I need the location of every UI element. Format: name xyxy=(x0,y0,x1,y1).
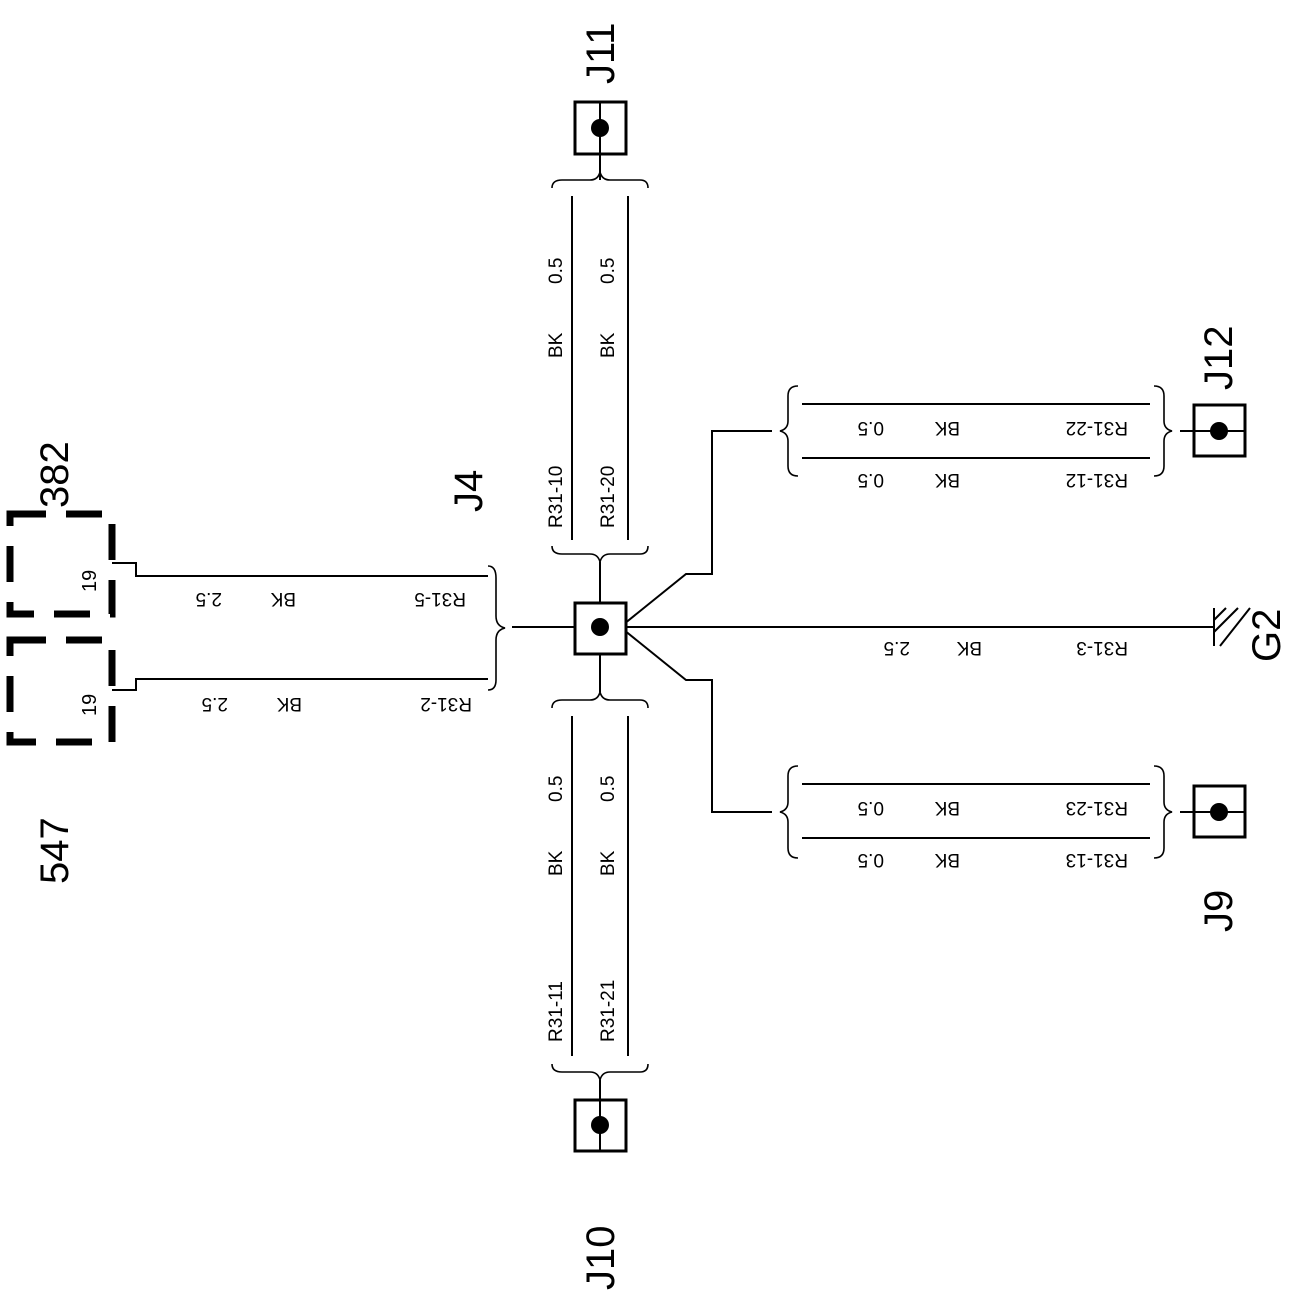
upper-bundle-bottom-brace xyxy=(551,545,649,563)
r31-11-id: R31-11 xyxy=(546,981,567,1042)
r31-12-color: BK xyxy=(934,469,960,490)
r31-23-gauge: 0.5 xyxy=(858,797,884,818)
left-bundle-brace xyxy=(487,565,506,691)
ground-symbol-icon xyxy=(1213,607,1251,647)
j12-bundle-right-brace xyxy=(1153,385,1173,477)
r31-2-id: R31-2 xyxy=(420,693,472,714)
wire-r31-5 xyxy=(112,562,488,577)
r31-23-color: BK xyxy=(934,797,960,818)
junction-j10 xyxy=(573,1098,628,1153)
j4-to-j9-feed xyxy=(623,629,772,813)
r31-11-color: BK xyxy=(546,850,567,876)
r31-22-color: BK xyxy=(934,417,960,438)
upper-bundle-top-brace xyxy=(551,171,649,189)
r31-21-id: R31-21 xyxy=(598,980,619,1042)
j9-bundle-left-brace xyxy=(779,765,799,859)
r31-21-gauge: 0.5 xyxy=(598,776,619,802)
r31-20-color: BK xyxy=(598,332,619,358)
r31-20-gauge: 0.5 xyxy=(598,258,619,284)
j4-to-j12-feed xyxy=(623,430,772,625)
r31-21-color: BK xyxy=(598,850,619,876)
junction-j4 xyxy=(573,601,628,656)
component-382 xyxy=(6,510,116,618)
r31-20-id: R31-20 xyxy=(598,466,619,528)
component-547 xyxy=(6,636,116,746)
junction-j9 xyxy=(1192,784,1247,839)
j12-label: J12 xyxy=(1197,326,1241,391)
r31-23-id: R31-23 xyxy=(1066,797,1128,818)
r31-10-gauge: 0.5 xyxy=(546,258,567,284)
r31-13-gauge: 0.5 xyxy=(858,849,884,870)
r31-11-gauge: 0.5 xyxy=(546,776,567,802)
lower-bundle-top-brace xyxy=(551,691,649,709)
lower-bundle-bottom-brace xyxy=(551,1063,649,1081)
r31-12-gauge: 0.5 xyxy=(858,469,884,490)
j9-bundle-right-brace xyxy=(1153,765,1173,859)
r31-2-color: BK xyxy=(276,693,302,714)
j4-label: J4 xyxy=(447,470,491,512)
r31-3-color: BK xyxy=(956,637,982,658)
j12-bundle-left-brace xyxy=(779,385,799,477)
wire-r31-2 xyxy=(112,678,488,691)
r31-10-color: BK xyxy=(546,332,567,358)
r31-5-gauge: 2.5 xyxy=(196,588,222,609)
j11-label: J11 xyxy=(579,22,623,84)
r31-12-id: R31-12 xyxy=(1066,469,1128,490)
r31-3-gauge: 2.5 xyxy=(884,637,910,658)
component-547-label: 547 xyxy=(33,817,77,884)
j9-label: J9 xyxy=(1197,890,1241,932)
junction-j11 xyxy=(573,100,628,156)
r31-3-id: R31-3 xyxy=(1076,637,1128,658)
r31-13-color: BK xyxy=(934,849,960,870)
r31-22-gauge: 0.5 xyxy=(858,417,884,438)
pin-547-label: 19 xyxy=(79,694,101,716)
r31-5-color: BK xyxy=(270,588,296,609)
r31-22-id: R31-22 xyxy=(1066,417,1128,438)
r31-2-gauge: 2.5 xyxy=(202,693,228,714)
junction-j12 xyxy=(1192,403,1247,458)
g2-label: G2 xyxy=(1245,609,1289,662)
j10-label: J10 xyxy=(579,1226,623,1291)
r31-13-id: R31-13 xyxy=(1066,849,1128,870)
pin-382-label: 19 xyxy=(79,570,101,592)
r31-5-id: R31-5 xyxy=(414,588,466,609)
component-382-label: 382 xyxy=(33,441,77,508)
r31-10-id: R31-10 xyxy=(546,466,567,528)
